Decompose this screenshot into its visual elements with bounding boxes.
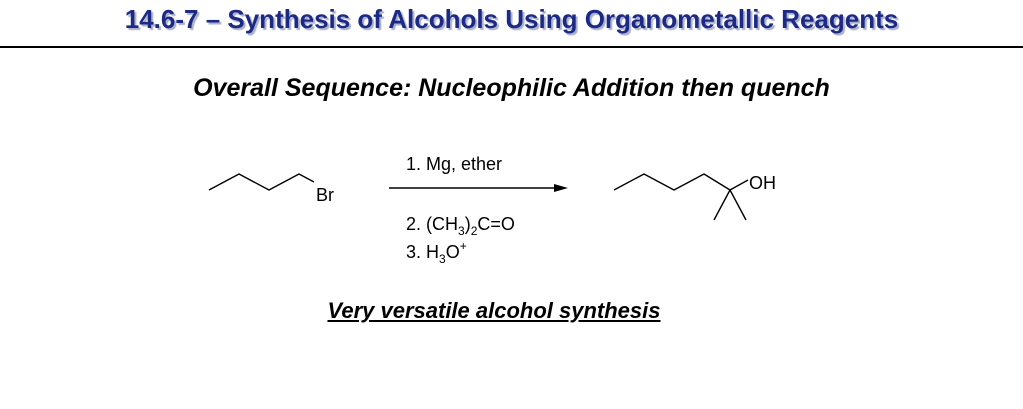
reagent-step-1: 1. Mg, ether [406, 154, 502, 174]
bromine-label: Br [316, 185, 334, 205]
product-structure: OH [613, 173, 776, 221]
reactant-carbon-chain [208, 173, 315, 191]
hydroxyl-label: OH [749, 173, 776, 193]
reaction-arrow [389, 184, 568, 192]
product-methyl-bond-2 [729, 189, 747, 221]
slide-footer-note: Very versatile alcohol synthesis [327, 298, 661, 323]
reagent-step-3: 3. H3O+ [406, 239, 467, 266]
title-divider [0, 46, 1023, 48]
slide-subtitle: Overall Sequence: Nucleophilic Addition … [193, 74, 830, 102]
reagent-step-2: 2. (CH3)2C=O [406, 214, 515, 238]
slide-title: 14.6-7 – Synthesis of Alcohols Using Org… [124, 4, 899, 34]
reactant-structure: Br [208, 173, 334, 205]
product-hydroxyl-bond [729, 179, 749, 191]
product-methyl-bond-1 [713, 189, 731, 221]
product-carbon-chain [613, 173, 731, 191]
